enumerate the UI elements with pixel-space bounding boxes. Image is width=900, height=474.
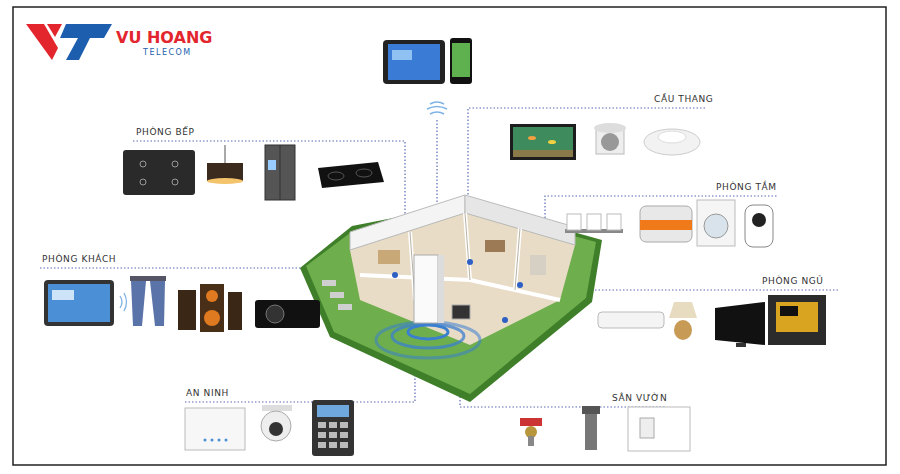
group-label: PHÒNG NGỦ: [762, 276, 824, 287]
logo-tagline: TELECOM: [143, 48, 192, 58]
tablet-phone: [383, 38, 472, 84]
living-room-devices: [44, 276, 320, 332]
stair-devices: [510, 123, 700, 160]
kitchen-devices: [123, 145, 384, 200]
security-devices: [185, 400, 354, 456]
group-label: CẦU THANG: [654, 94, 713, 105]
group-label: PHÒNG BẾP: [136, 127, 195, 138]
bedroom-devices: [598, 295, 826, 347]
group-label: AN NINH: [186, 388, 229, 399]
bathroom-devices: [565, 200, 773, 247]
logo-name: VU HOANG: [116, 29, 212, 47]
logo-mark: [26, 24, 112, 60]
garden-devices: [520, 406, 690, 451]
frame: [13, 7, 886, 465]
house-illustration: [300, 195, 602, 402]
leader-lines: [40, 108, 838, 407]
group-label: PHÒNG TẮM: [716, 182, 777, 193]
group-label: SÂN VƯỜN: [612, 393, 667, 404]
group-label: PHÒNG KHÁCH: [42, 254, 116, 265]
wifi-symbol: [427, 102, 447, 114]
